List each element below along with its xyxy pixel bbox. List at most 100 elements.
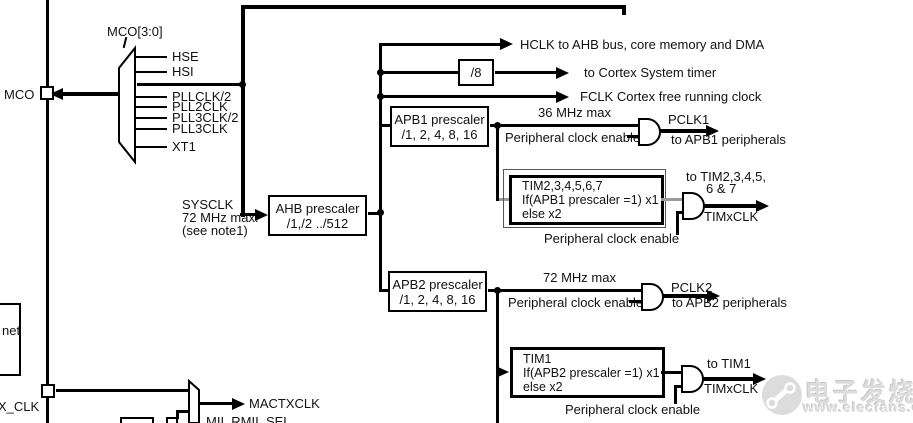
apb2-dest-label: to APB2 peripherals (672, 295, 787, 310)
wire (136, 146, 167, 148)
arrowhead-right (556, 91, 569, 103)
tim2-dest-label: to TIM2,3,4,5, (686, 169, 766, 184)
ahb-prescaler-title: AHB prescaler (275, 200, 360, 216)
sysclk-name: SYSCLK (182, 197, 234, 212)
apb2-prescaler-title: APB2 prescaler (392, 276, 483, 292)
arrowhead-right (232, 398, 245, 410)
mactxclk-label: MACTXCLK (249, 396, 320, 411)
mux-input-xt1: XT1 (172, 139, 196, 154)
ethernet-box-label: net (2, 323, 21, 338)
txclk-label: TX_CLK (0, 399, 40, 414)
sysclk-note: (see note1) (182, 223, 248, 238)
arrowhead-right (500, 38, 513, 50)
wire (176, 410, 188, 413)
wire (703, 377, 755, 381)
wire (380, 95, 556, 98)
wire (663, 294, 709, 298)
tim1-line3: else x2 (523, 379, 563, 394)
wire (703, 204, 757, 208)
arrowhead-right (706, 125, 719, 137)
wire (240, 213, 255, 216)
wire (677, 385, 683, 388)
wire (136, 96, 167, 98)
apb1-dest-label: to APB1 peripherals (671, 132, 786, 147)
wire (241, 5, 625, 9)
arrowhead-right (707, 290, 720, 302)
hclk-label: HCLK to AHB bus, core memory and DMA (520, 37, 765, 52)
bottom-box-partial (166, 417, 178, 423)
wire (136, 117, 167, 119)
mux-input-hsi: HSI (172, 64, 194, 79)
wire (56, 389, 188, 392)
wire (660, 129, 708, 133)
tim1-line1: TIM1 (523, 351, 552, 366)
wire (661, 198, 683, 201)
wire (490, 124, 639, 127)
txclk-pad (41, 384, 55, 398)
tim2-line1: TIM2,3,4,5,6,7 (522, 179, 603, 193)
apb1-prescaler-title: APB1 prescaler (394, 111, 485, 127)
tim1-and-gate-icon (681, 365, 704, 393)
div8-box: /8 (458, 59, 494, 86)
tim1-dest-label: to TIM1 (707, 356, 751, 371)
mco-mux-icon (118, 45, 136, 165)
mux-input-pll3clk2: PLL3CLK/2 (172, 110, 239, 125)
mii-rmii-sel-label: MII_RMII_SEL (206, 414, 291, 423)
wire (488, 289, 642, 292)
wire (46, 0, 49, 423)
wire (379, 289, 388, 292)
apb1-enable-label: Peripheral clock enable (505, 130, 641, 145)
wire (136, 71, 167, 73)
wire (136, 106, 167, 108)
wire (629, 300, 642, 303)
div8-label: /8 (470, 65, 482, 80)
wire (380, 71, 458, 74)
mux-input-pll3clk: PLL3CLK (172, 121, 228, 136)
wire (136, 128, 167, 130)
wire (499, 198, 510, 201)
mux-input-pll2clk: PLL2CLK (172, 99, 228, 114)
mux-input-hse: HSE (172, 49, 199, 64)
wire (62, 92, 118, 96)
wire (241, 5, 245, 217)
apb1-max-label: 36 MHz max (538, 105, 611, 120)
apb2-and-gate-icon (641, 283, 664, 311)
wire (627, 135, 639, 138)
wire (380, 43, 500, 46)
wire (136, 56, 167, 58)
fclk-label: FCLK Cortex free running clock (580, 89, 762, 104)
apb2-prescaler-box: APB2 prescaler /1, 2, 4, 8, 16 (388, 271, 487, 312)
apb2-enable-label: Peripheral clock enable (508, 295, 644, 310)
tim1-box: TIM1 If(APB2 prescaler =1) x1 else x2 (510, 347, 665, 398)
tim2-clock-label: TIMxCLK (704, 209, 759, 224)
tim2-line2: If(APB1 prescaler =1) x1 (522, 193, 659, 207)
wire (622, 5, 626, 15)
watermark-url: www.elecfans.com (803, 399, 913, 415)
wire (496, 125, 499, 201)
mco-pad (40, 86, 54, 100)
wire (674, 385, 677, 404)
mco-mux-label: MCO[3:0] (107, 24, 163, 39)
apb1-prescaler-ratio: /1, 2, 4, 8, 16 (401, 126, 478, 142)
apb1-and-gate-icon (638, 118, 661, 146)
tim1-clock-label: TIMxCLK (704, 381, 759, 396)
wire (661, 371, 682, 374)
mco-pad-label: MCO (4, 87, 35, 102)
wire (137, 83, 243, 86)
tim1-line2: If(APB2 prescaler =1) x1 (523, 365, 660, 380)
mactx-mux-icon (188, 378, 200, 423)
arrowhead-right (498, 367, 509, 377)
wire (495, 71, 556, 74)
arrowhead-right (753, 373, 766, 385)
watermark-brand: 电子发烧友 (805, 379, 913, 407)
tim2-line3: else x2 (522, 207, 562, 221)
ahb-prescaler-box: AHB prescaler /1,/2 ../512 (268, 195, 367, 236)
wire (379, 43, 382, 292)
cortex-timer-label: to Cortex System timer (584, 65, 717, 80)
tim2-enable-label: Peripheral clock enable (544, 231, 680, 246)
sysclk-max: 72 MHz max. (182, 210, 259, 225)
ethernet-box-partial (0, 303, 21, 376)
arrowhead-right (556, 67, 569, 79)
apb2-prescaler-ratio: /1, 2, 4, 8, 16 (399, 291, 476, 307)
